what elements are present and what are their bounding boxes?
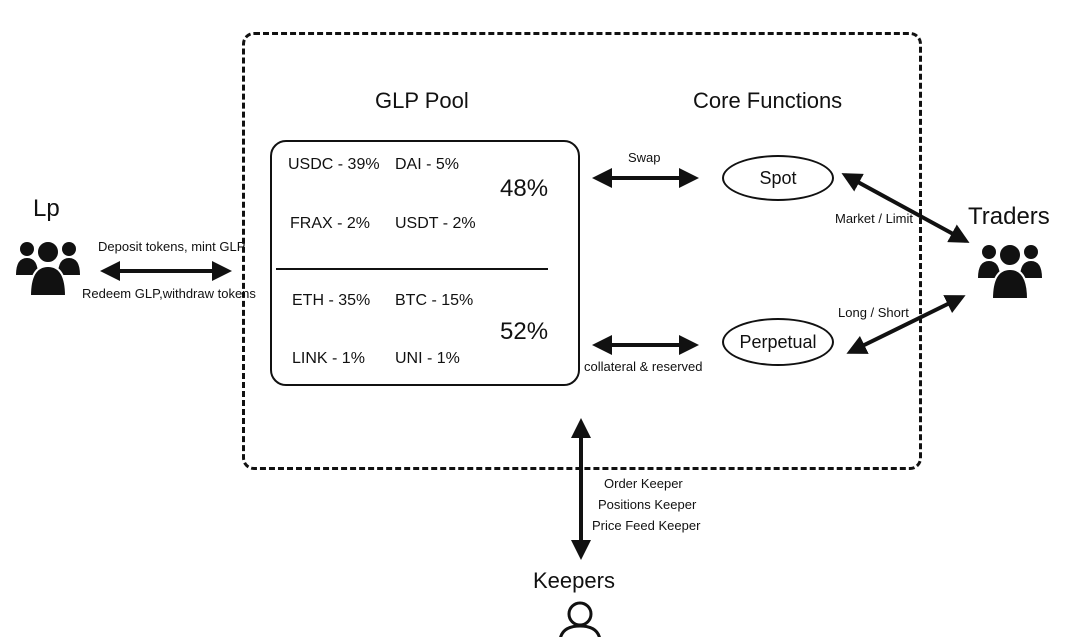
perpetual-label: Perpetual [739,331,817,352]
traders-title: Traders [968,203,1050,230]
redeem-label: Redeem GLP,withdraw tokens [82,286,256,301]
lp-title: Lp [33,195,60,222]
volatile-total: 52% [500,318,549,345]
stable-total: 48% [500,175,549,202]
keepers-title: Keepers [533,568,615,593]
collateral-label: collateral & reserved [584,359,703,374]
swap-label: Swap [628,150,661,165]
token-usdt: USDT - 2% [395,215,476,232]
glp-pool-title: GLP Pool [375,88,469,113]
keeper-user-icon [559,601,601,637]
pool-divider [276,268,548,270]
spot-traders-arrow [841,173,970,243]
core-functions-title: Core Functions [693,88,843,113]
token-btc: BTC - 15% [395,292,474,309]
token-usdc: USDC - 39% [288,156,380,173]
token-frax: FRAX - 2% [290,215,371,232]
spot-label: Spot [759,167,797,188]
traders-users-group-icon [978,243,1042,300]
spot-node: Spot [722,155,834,201]
lp-users-group-icon [16,240,80,297]
perpetual-traders-arrow [846,295,966,354]
token-uni: UNI - 1% [395,350,460,367]
token-eth: ETH - 35% [292,292,371,309]
glp-pool-box [270,140,580,386]
token-dai: DAI - 5% [395,156,460,173]
keeper-role-positions: Positions Keeper [598,497,697,512]
keeper-role-order: Order Keeper [604,476,683,491]
deposit-label: Deposit tokens, mint GLP [98,239,246,254]
keeper-role-pricefeed: Price Feed Keeper [592,518,701,533]
perpetual-node: Perpetual [722,318,834,366]
token-link: LINK - 1% [292,350,365,367]
